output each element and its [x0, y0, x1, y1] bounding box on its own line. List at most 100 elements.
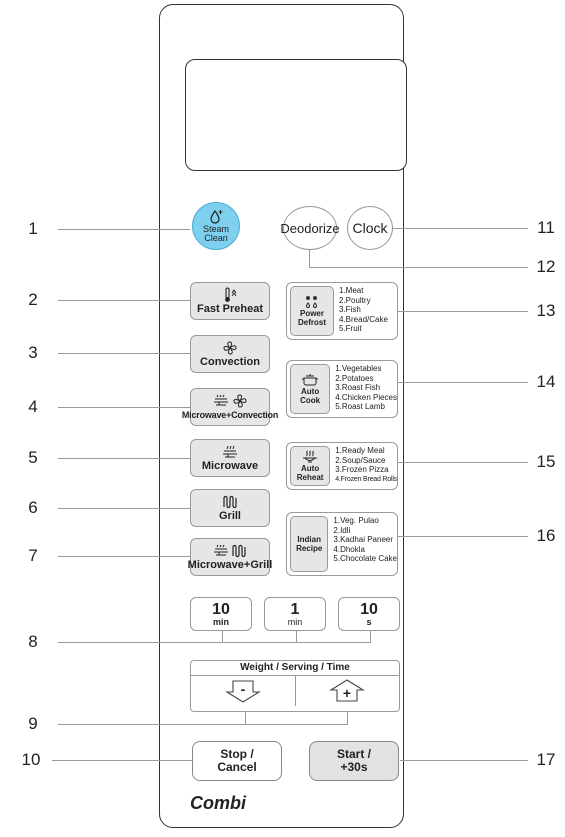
clock-button[interactable]: Clock	[347, 206, 393, 250]
leader-8	[58, 642, 371, 643]
list-item: 1.Vegetables	[335, 364, 382, 373]
callout-1: 1	[28, 219, 38, 238]
leader-7	[58, 556, 190, 557]
list-item: 3.Roast Fish	[335, 383, 381, 392]
list-item: 2.Idli	[333, 525, 351, 535]
leader-2	[58, 300, 190, 301]
list-item: 3.Fish	[339, 305, 361, 314]
grill-element-icon	[223, 495, 237, 509]
callout-3: 3	[28, 343, 38, 362]
microwave-convection-button[interactable]: Microwave+Convection	[182, 388, 278, 426]
deodorize-button[interactable]: Deodorize	[280, 206, 340, 250]
indian-recipe-title-1: Indian	[297, 535, 321, 544]
list-item: 4.Dhokla	[333, 544, 365, 554]
steam-clean-label-1: Steam	[202, 224, 229, 234]
plus-sign: +	[343, 685, 351, 701]
leader-5	[58, 458, 190, 459]
microwave-waves-icon	[223, 445, 237, 458]
indian-recipe-menu[interactable]: Indian Recipe 1.Veg. Pulao 2.Idli 3.Kadh…	[286, 512, 398, 576]
fast-preheat-label: Fast Preheat	[196, 303, 264, 315]
power-defrost-menu[interactable]: Power Defrost 1.Meat 2.Poultry 3.Fish 4.…	[286, 282, 398, 340]
thermometer-icon	[225, 287, 237, 302]
callout-14: 14	[536, 372, 556, 391]
auto-reheat-title-2: Reheat	[296, 473, 324, 482]
leader-13	[398, 311, 528, 312]
start-label: Start /	[336, 747, 371, 761]
leader-1	[58, 229, 190, 230]
ten-seconds-button[interactable]: 10 s	[338, 597, 400, 631]
power-defrost-button[interactable]: Power Defrost	[290, 286, 334, 336]
indian-recipe-title-2: Recipe	[296, 544, 323, 553]
callout-12: 12	[536, 257, 556, 276]
fast-preheat-button[interactable]: Fast Preheat	[190, 282, 270, 320]
auto-cook-list: 1.Vegetables 2.Potatoes 3.Roast Fish 4.C…	[333, 361, 397, 417]
convection-button[interactable]: Convection	[190, 335, 270, 373]
list-item: 3.Frozen Pizza	[335, 465, 389, 474]
leader-9	[58, 724, 348, 725]
start-button[interactable]: Start / +30s	[309, 741, 399, 781]
brand-logo: Combi	[190, 793, 246, 813]
water-drop-icon	[210, 209, 223, 224]
microwave-label: Microwave	[201, 460, 259, 472]
auto-cook-title-2: Cook	[300, 396, 321, 405]
auto-cook-title-1: Auto	[300, 387, 320, 396]
indian-recipe-button[interactable]: Indian Recipe	[290, 516, 329, 572]
one-minute-value: 1	[290, 600, 300, 618]
indian-recipe-list: 1.Veg. Pulao 2.Idli 3.Kadhai Paneer 4.Dh…	[331, 513, 397, 575]
auto-reheat-button[interactable]: Auto Reheat	[290, 446, 331, 486]
callout-15: 15	[536, 452, 556, 471]
list-item: 4.Bread/Cake	[339, 314, 388, 324]
steam-clean-label-2: Clean	[204, 233, 228, 243]
microwave-grill-button[interactable]: Microwave+Grill	[188, 538, 272, 576]
list-item: 3.Kadhai Paneer	[333, 535, 394, 544]
auto-cook-button[interactable]: Auto Cook	[290, 364, 331, 414]
display-window	[185, 59, 407, 171]
callout-16: 16	[536, 526, 556, 545]
decrease-button[interactable]: -	[191, 676, 295, 706]
list-item: 4.Chicken Pieces	[335, 392, 397, 402]
leader-9-tick-b	[347, 712, 348, 724]
leader-10	[52, 760, 192, 761]
auto-reheat-list: 1.Ready Meal 2.Soup/Sauce 3.Frozen Pizza…	[333, 443, 397, 489]
one-minute-button[interactable]: 1 min	[264, 597, 326, 631]
cancel-label: Cancel	[217, 760, 257, 774]
snowflake-drops-icon	[305, 296, 318, 308]
callout-11: 11	[537, 218, 555, 237]
callout-7: 7	[28, 546, 38, 565]
leader-15	[398, 462, 528, 463]
auto-cook-menu[interactable]: Auto Cook 1.Vegetables 2.Potatoes 3.Roas…	[286, 360, 398, 418]
ten-seconds-value: 10	[360, 600, 378, 618]
auto-reheat-menu[interactable]: Auto Reheat 1.Ready Meal 2.Soup/Sauce 3.…	[286, 442, 398, 490]
grill-button[interactable]: Grill	[190, 489, 270, 527]
microwave-convection-label: Microwave+Convection	[181, 410, 279, 420]
leader-12	[309, 267, 528, 268]
list-item: 5.Fruit	[339, 324, 362, 333]
microwave-button[interactable]: Microwave	[190, 439, 270, 477]
steam-plate-icon	[303, 450, 318, 463]
pot-icon	[302, 374, 319, 386]
leader-17	[400, 760, 528, 761]
leader-16	[398, 536, 528, 537]
callout-2: 2	[28, 290, 38, 309]
weight-serving-time-control: Weight / Serving / Time - +	[190, 660, 400, 712]
microwave-fan-icon	[214, 394, 247, 408]
list-item: 2.Poultry	[339, 295, 371, 305]
steam-clean-button[interactable]: Steam Clean	[192, 202, 240, 250]
leader-11	[390, 228, 528, 229]
list-item: 5.Roast Lamb	[335, 402, 385, 411]
leader-3	[58, 353, 190, 354]
stop-cancel-button[interactable]: Stop / Cancel	[192, 741, 282, 781]
leader-14	[398, 382, 528, 383]
list-item: 2.Potatoes	[335, 373, 374, 383]
ten-minutes-unit: min	[212, 616, 229, 627]
plus-30s-label: +30s	[340, 760, 368, 774]
leader-8-tick-a	[222, 631, 223, 642]
ten-minutes-button[interactable]: 10 min	[190, 597, 252, 631]
ten-minutes-value: 10	[212, 600, 230, 618]
leader-6	[58, 508, 190, 509]
callout-5: 5	[28, 448, 38, 467]
increase-button[interactable]: +	[294, 676, 400, 706]
list-item: 4.Frozen Bread Rolls	[335, 475, 397, 483]
grill-label: Grill	[218, 510, 241, 522]
power-defrost-list: 1.Meat 2.Poultry 3.Fish 4.Bread/Cake 5.F…	[337, 283, 388, 339]
